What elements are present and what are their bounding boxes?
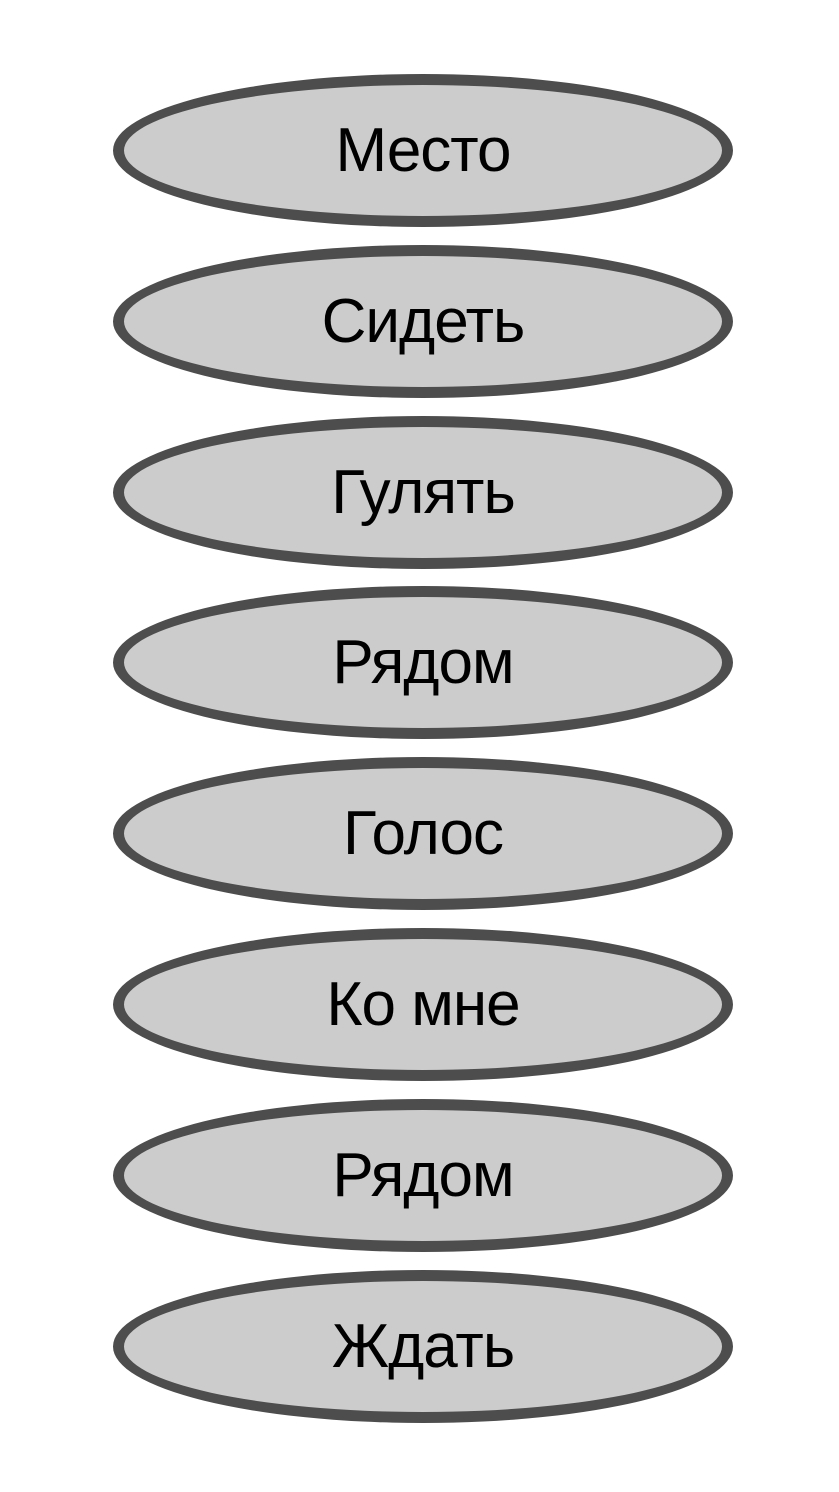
command-label: Сидеть [321,286,526,356]
command-oval-sidet: Сидеть [113,245,733,398]
command-oval-mesto: Место [113,74,733,227]
command-label: Гулять [331,457,516,527]
command-label: Голос [343,798,504,868]
command-oval-gulyat: Гулять [113,416,733,569]
command-label: Ко мне [326,969,520,1039]
command-oval-ryadom: Рядом [113,586,733,739]
command-label: Рядом [332,627,514,697]
command-label: Ждать [331,1311,515,1381]
command-oval-ko-mne: Ко мне [113,928,733,1081]
command-oval-golos: Голос [113,757,733,910]
command-oval-ryadom-2: Рядом [113,1099,733,1252]
command-label: Рядом [332,1140,514,1210]
command-label: Место [335,115,511,185]
command-oval-zhdat: Ждать [113,1270,733,1423]
